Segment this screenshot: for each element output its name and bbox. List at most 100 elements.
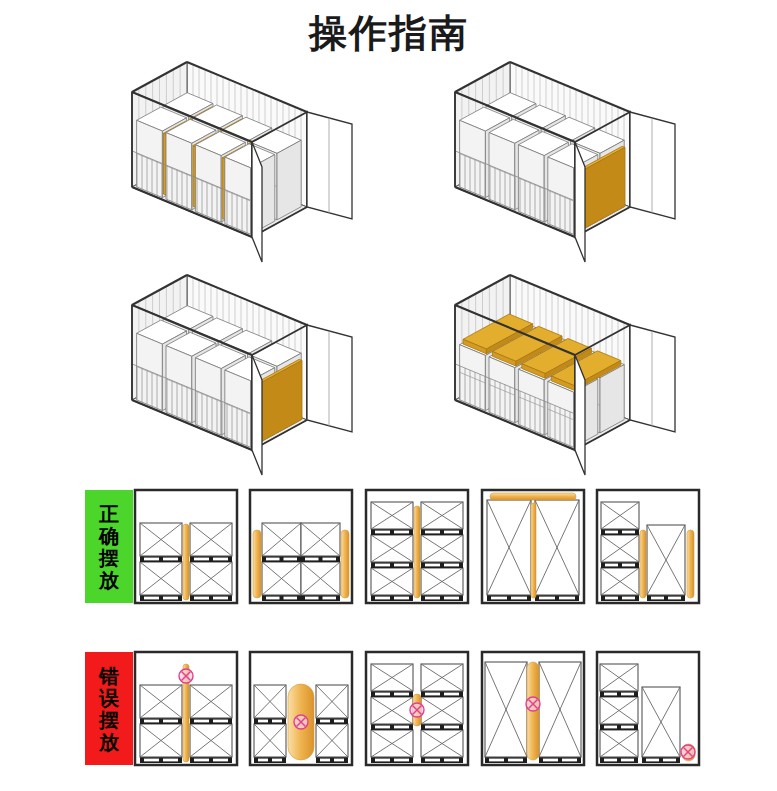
cargo-box — [485, 662, 527, 757]
box-cross — [262, 523, 301, 556]
cargo-box — [600, 697, 638, 724]
box-cross — [487, 500, 531, 595]
wall-line — [177, 170, 178, 206]
pallet-block — [140, 718, 144, 724]
wall-line — [187, 387, 188, 423]
pallet-block — [371, 724, 375, 730]
cargo-box — [190, 724, 232, 757]
pallet-block — [635, 529, 639, 535]
cargo-line — [166, 379, 192, 390]
box-cross — [421, 664, 463, 691]
wall-line — [460, 153, 461, 189]
pallet-block — [409, 562, 413, 568]
container-door — [575, 355, 585, 475]
wall-line — [202, 393, 203, 429]
cargo-box — [301, 562, 340, 595]
panel-frame — [482, 652, 584, 765]
box-cross — [262, 562, 301, 595]
cargo-line — [460, 372, 486, 383]
box-cross — [190, 523, 232, 556]
dunnage-bag — [183, 524, 189, 600]
pallet-block — [421, 562, 425, 568]
wall-line — [187, 174, 188, 210]
box-cross — [485, 662, 527, 757]
cargo-box — [601, 568, 639, 595]
box-cross — [371, 502, 413, 529]
wall-line — [520, 178, 521, 214]
box-cross — [421, 535, 463, 562]
cargo-box — [190, 685, 232, 718]
wrong-mark — [297, 718, 306, 727]
pallet-block — [371, 562, 375, 568]
pallet-block — [575, 595, 579, 601]
box-cross — [371, 730, 413, 757]
wall-line — [227, 190, 228, 226]
cargo-box — [371, 535, 413, 562]
pallet-block — [409, 724, 413, 730]
cargo-box — [254, 724, 286, 757]
pallet-block — [507, 595, 511, 601]
box-cross — [371, 568, 413, 595]
wall-line — [167, 378, 168, 414]
wall-line — [510, 174, 511, 210]
box-cross — [421, 502, 463, 529]
box-cross — [601, 568, 639, 595]
pallet-block — [228, 757, 232, 763]
cargo-box — [277, 140, 301, 220]
panel-frame — [250, 652, 352, 765]
pallet-block — [209, 757, 213, 763]
wall-line — [147, 370, 148, 406]
container-illustration — [455, 62, 675, 262]
cargo-box — [535, 500, 579, 595]
dunnage-bag — [527, 662, 539, 760]
box-cross — [421, 730, 463, 757]
pallet-block — [659, 757, 663, 763]
dunnage-bag — [463, 339, 486, 354]
wall-line — [485, 163, 486, 199]
wall-line — [177, 383, 178, 419]
wrong-mark — [182, 672, 191, 681]
wall-line — [157, 161, 158, 197]
wall-line — [232, 406, 233, 442]
dunnage-bag — [256, 360, 302, 444]
box-cross — [190, 685, 232, 718]
pallet-block — [228, 595, 232, 601]
cargo-box — [518, 369, 544, 435]
box-cross — [371, 664, 413, 691]
box-cross — [254, 724, 286, 757]
wall-line — [207, 395, 208, 431]
loading-panel — [366, 490, 468, 603]
box-cross — [140, 685, 182, 718]
cargo-box — [421, 535, 463, 562]
wall-line — [137, 153, 138, 189]
pallet-block — [190, 556, 194, 562]
pallet-block — [268, 718, 272, 724]
box-cross — [421, 664, 463, 691]
wall-line — [545, 188, 546, 224]
wall-line — [197, 178, 198, 214]
pallet-block — [617, 724, 621, 730]
pallet-block — [390, 529, 394, 535]
wall-line — [242, 410, 243, 446]
wall-line — [515, 176, 516, 212]
box-cross — [600, 664, 638, 691]
pallet-block — [371, 595, 375, 601]
cargo-line — [460, 154, 486, 165]
box-cross — [642, 687, 680, 757]
pallet-block — [190, 595, 194, 601]
panel-frame — [597, 490, 699, 603]
pallet-block — [209, 718, 213, 724]
cargo-box — [539, 662, 581, 757]
container-rail — [455, 187, 575, 237]
wall-line — [162, 163, 163, 199]
box-cross — [190, 523, 232, 556]
wall-line — [167, 165, 168, 201]
box-cross — [600, 697, 638, 724]
container-rail — [132, 92, 252, 142]
wrong-mark — [681, 745, 695, 759]
pallet-block — [618, 595, 622, 601]
container-rail — [454, 92, 456, 187]
container-rail — [187, 275, 307, 325]
pallet-block — [459, 757, 463, 763]
cargo-box — [460, 120, 486, 197]
